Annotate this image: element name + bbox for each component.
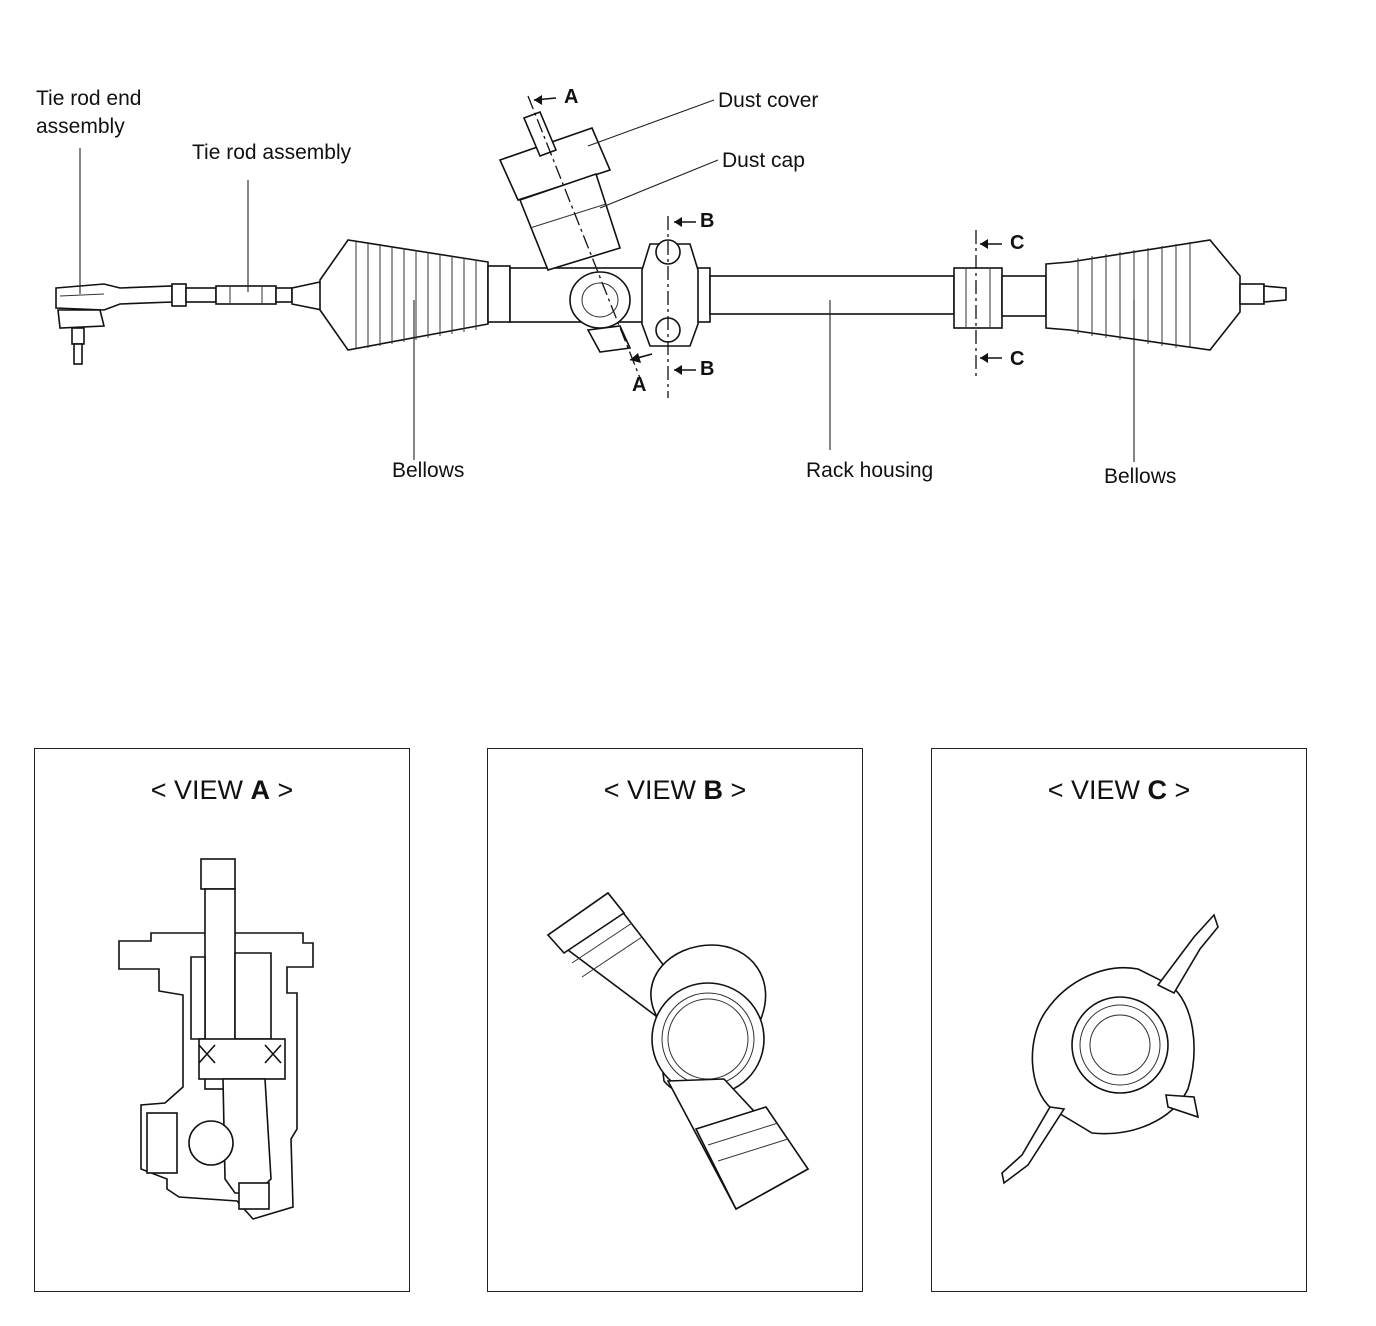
left-bellows-drawing (319, 239, 511, 351)
section-line-a (527, 95, 641, 379)
view-a-drawing (118, 858, 314, 1220)
section-mark-b-top: B (700, 210, 715, 232)
view-c-title: < VIEW C > (1047, 775, 1191, 805)
tie-rod-end-drawing (55, 283, 173, 365)
section-mark-c-bottom: C (1010, 348, 1025, 370)
bellows-right-label: Bellows (1104, 465, 1177, 488)
section-mark-a-top: A (564, 86, 579, 108)
section-mark-b-bottom: B (700, 358, 715, 380)
view-b-drawing (546, 891, 810, 1211)
view-c-panel: < VIEW C > (931, 748, 1307, 1292)
section-mark-a-bottom: A (632, 374, 647, 396)
view-b-title: < VIEW B > (603, 775, 747, 805)
view-c-drawing (1001, 913, 1219, 1185)
rack-housing-label: Rack housing (806, 459, 934, 482)
view-a-title: < VIEW A > (150, 775, 294, 805)
dust-cover-label: Dust cover (718, 89, 819, 112)
steering-gear-drawing (55, 95, 1287, 462)
bellows-left-label: Bellows (392, 459, 465, 482)
view-a-panel: < VIEW A > (34, 748, 410, 1292)
tie-rod-end-label-line1: Tie rod end (36, 87, 142, 110)
tie-rod-drawing (171, 281, 323, 311)
right-bellows-drawing (1045, 239, 1287, 351)
tie-rod-end-label-line2: assembly (36, 115, 125, 138)
view-b-panel: < VIEW B > (487, 748, 863, 1292)
tie-rod-label: Tie rod assembly (192, 141, 352, 164)
dust-cap-label: Dust cap (722, 149, 805, 172)
section-mark-c-top: C (1010, 232, 1025, 254)
